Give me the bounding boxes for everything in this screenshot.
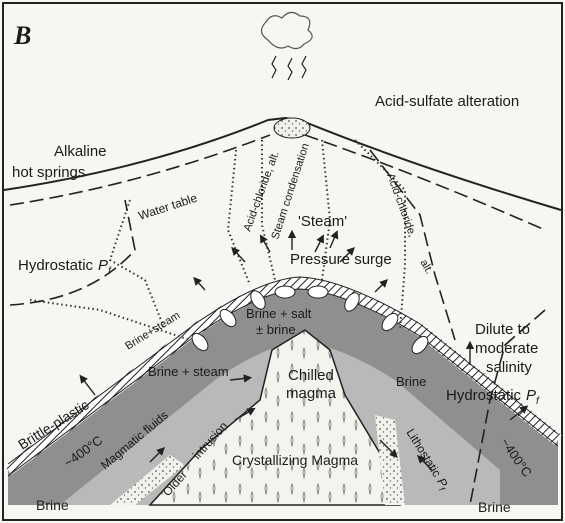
label-dilute: Dilute to <box>475 321 530 338</box>
label-chilled: Chilled <box>288 367 334 384</box>
label-brine-salt: Brine + salt <box>246 306 312 321</box>
label-moderate: moderate <box>475 340 538 357</box>
label-alkaline: Alkaline <box>54 143 107 160</box>
panel-letter: B <box>13 21 31 50</box>
steam-plume <box>261 12 312 80</box>
label-pressure-surge: Pressure surge <box>290 251 392 268</box>
label-brine-steam-center: Brine + steam <box>148 364 229 379</box>
label-plus-minus-brine: ± brine <box>256 322 296 337</box>
label-brine-inner-right: Brine <box>396 374 426 389</box>
label-acid-sulfate: Acid-sulfate alteration <box>375 93 519 110</box>
label-water-table: Water table <box>137 191 200 223</box>
label-brine-bottom-right: Brine <box>478 499 511 515</box>
label-salinity: salinity <box>486 359 532 376</box>
vent-breccia <box>274 118 310 138</box>
label-brine-bottom-left: Brine <box>36 497 69 513</box>
label-magma: magma <box>286 385 337 402</box>
label-hot-springs: hot springs <box>12 164 85 181</box>
label-crystallizing-magma: Crystallizing Magma <box>232 452 358 468</box>
label-steam: 'Steam' <box>298 213 347 230</box>
label-alt-right: alt. <box>417 258 435 277</box>
